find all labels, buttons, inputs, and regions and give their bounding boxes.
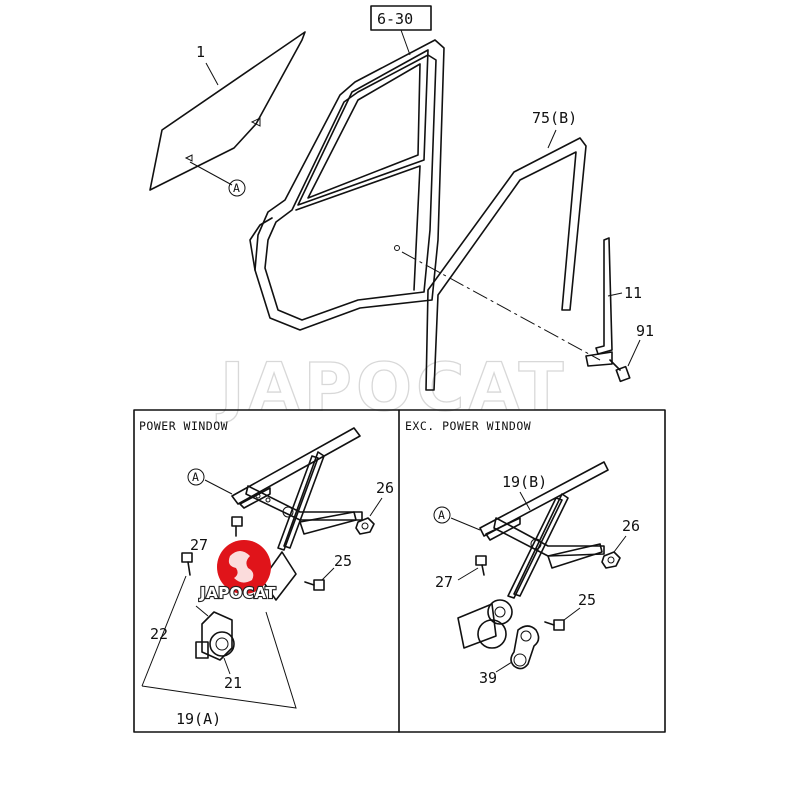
door-glass[interactable]: [149, 31, 306, 191]
pw-bolt-25[interactable]: [304, 579, 325, 591]
bracket-19a: [209, 611, 297, 709]
svg-text:A: A: [438, 508, 445, 522]
logo-text: JAPOCAT: [199, 584, 276, 602]
japocat-logo: JAPOCAT: [198, 540, 277, 603]
svg-text:A: A: [192, 470, 199, 484]
centerline: [401, 251, 601, 361]
pw-bolt-27-upper[interactable]: [231, 516, 243, 537]
callout-man-25: 25: [578, 591, 596, 609]
rear-run[interactable]: [585, 237, 613, 367]
ref-circle-a-glass: A: [228, 179, 246, 197]
man-nut-26[interactable]: [601, 551, 621, 569]
pw-bolt-27-lower[interactable]: [181, 552, 193, 576]
bolt-91[interactable]: [609, 359, 631, 383]
callout-91: 91: [636, 322, 654, 340]
panel-title-power-window: POWER WINDOW: [139, 419, 228, 433]
svg-text:A: A: [233, 181, 240, 195]
callout-man-19b: 19(B): [502, 473, 547, 491]
callout-man-26: 26: [622, 517, 640, 535]
manual-regulator[interactable]: [479, 461, 609, 599]
watermark-text: JAPOCAT: [216, 349, 568, 426]
callout-pw-27: 27: [190, 536, 208, 554]
bracket-22-left: [141, 575, 187, 687]
callout-75b: 75(B): [532, 109, 577, 127]
glass-run-channel[interactable]: [425, 137, 587, 391]
window-crank-handle[interactable]: [510, 625, 540, 670]
callout-pw-21: 21: [224, 674, 242, 692]
man-bolt-27[interactable]: [475, 555, 487, 576]
bracket-22-bottom: [141, 685, 211, 697]
man-bolt-25[interactable]: [544, 619, 565, 631]
manual-gear-housing[interactable]: [457, 599, 513, 649]
callout-pw-19a: 19(A): [176, 710, 221, 728]
panel-title-manual-window: EXC. POWER WINDOW: [405, 419, 531, 433]
callout-pw-25: 25: [334, 552, 352, 570]
ref-box-6-30[interactable]: 6-30: [370, 5, 432, 56]
logo-emblem-icon: [228, 551, 254, 583]
ref-circle-a-power: A: [187, 468, 205, 486]
door-shell[interactable]: [249, 39, 445, 331]
window-motor[interactable]: [195, 605, 235, 661]
callout-man-27: 27: [435, 573, 453, 591]
callout-1: 1: [196, 43, 205, 61]
power-regulator[interactable]: [231, 427, 363, 601]
pw-nut-26[interactable]: [355, 517, 375, 535]
ref-box-label: 6-30: [377, 10, 413, 28]
ref-circle-a-manual: A: [433, 506, 451, 524]
callout-pw-22: 22: [150, 625, 168, 643]
callout-man-39: 39: [479, 669, 497, 687]
callout-pw-26: 26: [376, 479, 394, 497]
callout-11: 11: [624, 284, 642, 302]
